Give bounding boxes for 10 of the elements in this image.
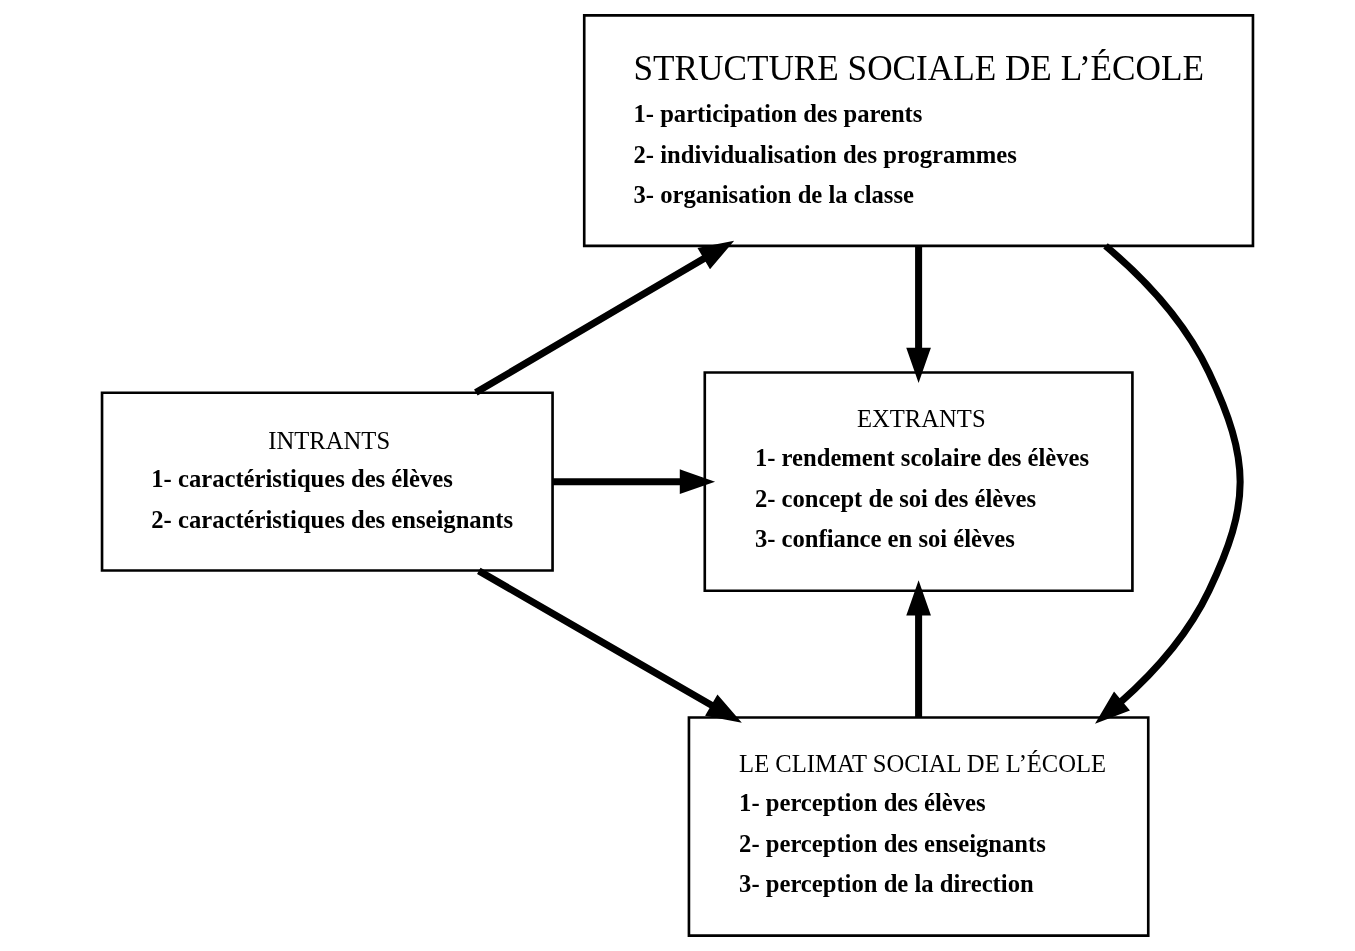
node-box: INTRANTS 1- caractéristiques des élèves 2- caractéristiques des enseignants (100, 391, 554, 572)
node-box: STRUCTURE SOCIALE DE L’ÉCOLE 1- participation des parents 2- individualisation des programmes 3- organisation de la classe (582, 14, 1255, 248)
arrow (553, 469, 716, 494)
node-box: LE CLIMAT SOCIAL DE L’ÉCOLE 1- perception des élèves 2- perception des enseignants 3- perception de la direction (687, 716, 1150, 937)
arrow (906, 580, 931, 718)
arrow (906, 246, 931, 383)
node-box: EXTRANTS 1- rendement scolaire des élèves 2- concept de soi des élèves 3- confiance en soi élèves (703, 371, 1134, 593)
arrow (477, 567, 742, 723)
arrow (474, 240, 735, 396)
arrow (1095, 243, 1244, 724)
